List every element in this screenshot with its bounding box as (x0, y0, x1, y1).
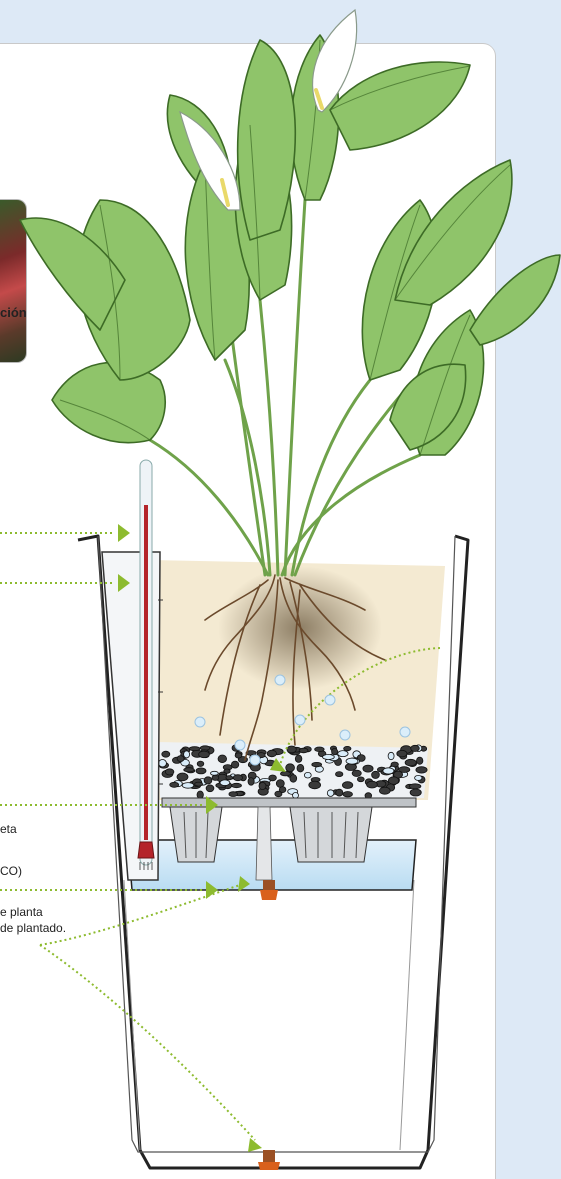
granule (363, 765, 373, 772)
granule (405, 759, 416, 766)
granule (297, 764, 304, 772)
granule (197, 791, 203, 798)
granule (309, 781, 321, 789)
granule (267, 750, 276, 757)
air-bubble (400, 727, 410, 737)
granule (195, 782, 203, 786)
granule (248, 778, 254, 786)
granule (344, 746, 351, 750)
granule (409, 784, 421, 789)
granule (332, 748, 338, 754)
granule (177, 773, 188, 781)
granule (184, 768, 195, 772)
air-bubble (325, 695, 335, 705)
granule (315, 747, 325, 752)
granule (199, 751, 210, 758)
granule (352, 770, 361, 776)
granule (220, 780, 230, 786)
granule (304, 772, 311, 778)
granule (231, 761, 238, 768)
label-c-line1: e planta (0, 905, 43, 920)
granule (312, 762, 322, 766)
granule (211, 771, 219, 775)
granule (279, 787, 286, 793)
label-c-line2: de plantado. (0, 921, 66, 936)
air-bubble (275, 675, 285, 685)
granule (293, 793, 299, 799)
granule (287, 746, 296, 753)
label-circulation: ción (0, 305, 27, 320)
granule (184, 751, 190, 758)
granule (388, 777, 398, 785)
granule (295, 755, 302, 762)
granule (229, 792, 238, 797)
water-level-indicator (102, 460, 163, 880)
granule (379, 787, 390, 794)
granule (159, 760, 167, 767)
granule (327, 790, 334, 797)
granule (269, 775, 277, 781)
air-bubble (340, 730, 350, 740)
granule (411, 745, 420, 751)
air-bubble (235, 740, 245, 750)
granule (323, 755, 335, 760)
label-a: eta (0, 822, 17, 837)
granule (397, 750, 407, 757)
granule (342, 782, 352, 789)
air-bubble (295, 715, 305, 725)
granule (343, 792, 353, 797)
granule (177, 756, 184, 762)
drain-plug-bottom (258, 1150, 280, 1170)
granule (367, 781, 378, 788)
plant-leaves (20, 35, 560, 455)
granule (388, 752, 394, 759)
granule (357, 777, 364, 782)
granule (336, 789, 343, 796)
granule (415, 775, 422, 780)
granule (226, 776, 233, 780)
granule (206, 785, 214, 792)
air-bubble (195, 717, 205, 727)
granule (372, 771, 380, 778)
granule (383, 768, 394, 774)
granule (218, 755, 227, 763)
granule (281, 772, 291, 776)
granule (286, 764, 295, 772)
granule (417, 757, 423, 764)
air-bubble (250, 755, 260, 765)
granule (290, 775, 297, 783)
granule (259, 782, 266, 789)
granule (170, 782, 179, 787)
granule (182, 783, 194, 789)
granule (224, 769, 230, 773)
granule (212, 775, 219, 780)
granule (416, 767, 427, 773)
granule (162, 751, 170, 757)
granule (165, 769, 174, 775)
label-b: CO) (0, 864, 22, 879)
granule (338, 751, 348, 757)
granule (196, 768, 206, 774)
granule (197, 761, 204, 766)
granule (299, 748, 308, 753)
granule (232, 783, 242, 787)
granule (235, 753, 242, 758)
granule (233, 775, 242, 781)
granule (410, 789, 421, 796)
granule (336, 772, 343, 777)
granule (346, 758, 358, 764)
granule (204, 777, 212, 784)
granule (189, 747, 200, 751)
